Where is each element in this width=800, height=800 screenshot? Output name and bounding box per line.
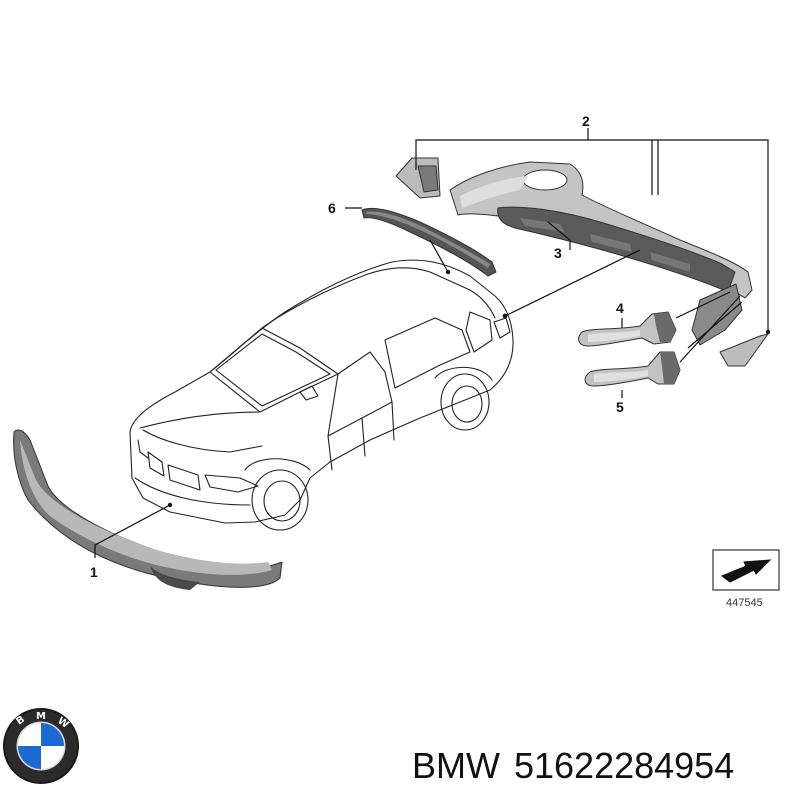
part-front-splitter: [13, 429, 283, 590]
leader-line-6-car: [429, 239, 449, 273]
callout-2: 2: [582, 113, 590, 129]
arrow-icon: [721, 559, 772, 583]
bmw-logo: B M W: [3, 708, 79, 784]
footer-title: BMW 51622284954: [412, 738, 792, 794]
leader-line-4-car: [675, 291, 731, 319]
reference-box: [712, 549, 780, 591]
part-number: 51622284954: [513, 745, 735, 786]
leader-line-3: [547, 221, 571, 250]
callout-1: 1: [90, 564, 98, 580]
callout-4: 4: [616, 300, 624, 316]
leader-dot-2: [765, 329, 771, 335]
leader-bracket-2: [415, 128, 769, 332]
leader-dot-rear: [502, 313, 508, 319]
svg-text:M: M: [36, 711, 46, 722]
leader-line-4b-car: [687, 301, 743, 349]
leader-dot-1: [167, 502, 173, 508]
part-exhaust-tip-upper: [578, 311, 677, 347]
callout-6: 6: [328, 200, 336, 216]
brand-name: BMW: [412, 745, 500, 786]
part-exhaust-tip-lower: [584, 351, 681, 387]
leader-line-1: [94, 504, 171, 558]
leader-dot-6: [445, 269, 451, 275]
part-roof-spoiler: [361, 208, 497, 277]
car-outline: [129, 259, 514, 531]
reference-number: 447545: [726, 597, 763, 609]
callout-3: 3: [554, 245, 562, 261]
callout-5: 5: [616, 399, 624, 415]
leader-line-rear: [504, 249, 641, 317]
svg-text:W: W: [55, 715, 70, 730]
part-rear-bumper-trim: [395, 157, 769, 367]
